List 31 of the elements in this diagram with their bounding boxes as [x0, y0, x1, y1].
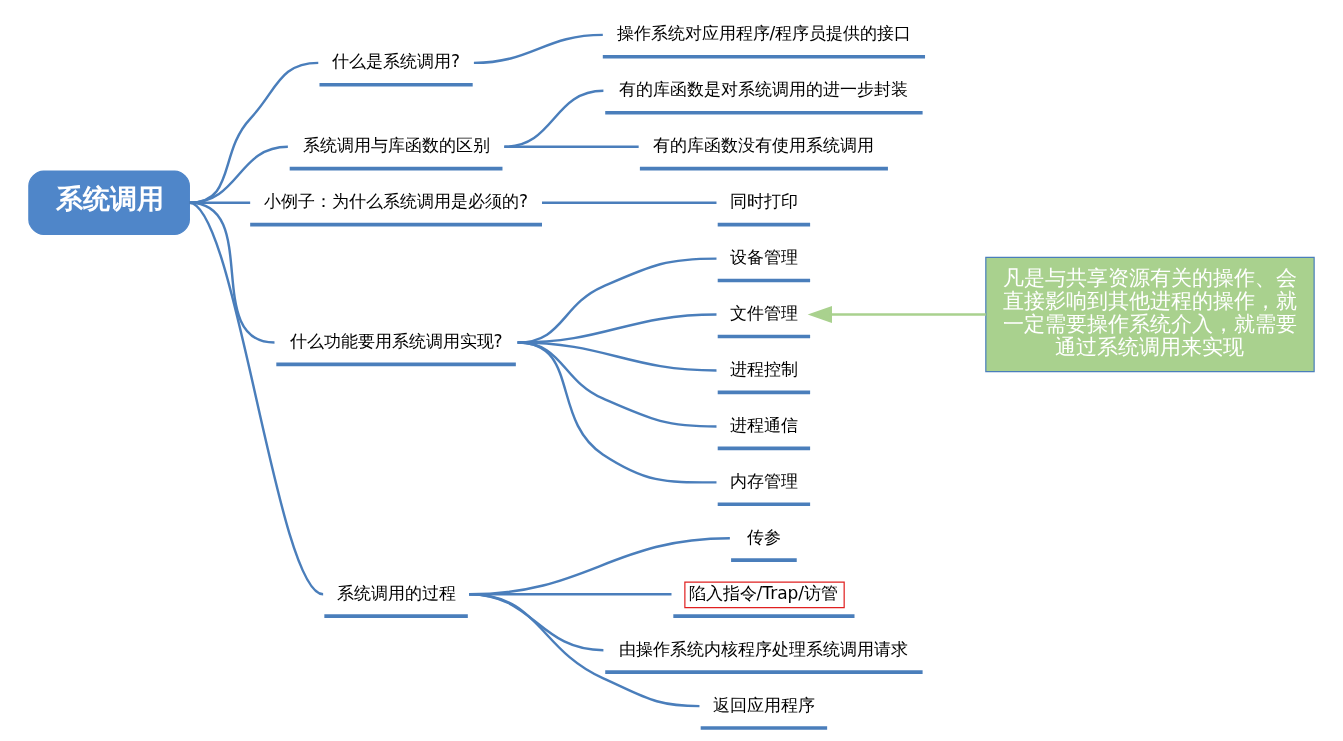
node-text: 操作系统对应用程序/程序员提供的接口	[616, 23, 912, 44]
connector	[189, 145, 288, 204]
connector	[517, 341, 717, 484]
node-text: 内存管理	[729, 470, 798, 491]
connector	[189, 201, 275, 344]
node-text: 什么功能要用系统调用实现?	[289, 331, 503, 352]
node-text: 返回应用程序	[712, 694, 815, 715]
connector	[468, 593, 700, 708]
connector	[504, 89, 604, 148]
node-text: 有的库函数是对系统调用的进一步封装	[619, 79, 909, 100]
node-text: 小例子：为什么系统调用是必须的?	[264, 191, 529, 212]
node-text: 同时打印	[729, 191, 798, 212]
node-text: 设备管理	[729, 247, 798, 268]
connector	[473, 33, 603, 65]
connector	[189, 201, 251, 204]
node-text: 进程控制	[729, 359, 798, 379]
connector	[189, 61, 319, 204]
node-text: 由操作系统内核程序处理系统调用请求	[619, 638, 909, 659]
node-text: 有的库函数没有使用系统调用	[653, 135, 875, 156]
node-box: 系统调用	[28, 170, 190, 235]
node-text: 传参	[746, 526, 781, 547]
node-text: 系统调用的过程	[336, 582, 456, 603]
node-box: 凡是与共享资源有关的操作、会直接影响到其他进程的操作，就一定需要操作系统介入，就需要通过系统调用来实现	[985, 256, 1315, 373]
arrow	[807, 306, 986, 324]
node-text: 系统调用与库函数的区别	[302, 135, 490, 156]
node-text: 文件管理	[729, 303, 798, 324]
connector	[504, 145, 639, 148]
connector	[188, 201, 324, 596]
node-text: 什么是系统调用?	[332, 51, 461, 72]
node-text: 进程通信	[729, 414, 798, 435]
connector	[542, 201, 717, 204]
